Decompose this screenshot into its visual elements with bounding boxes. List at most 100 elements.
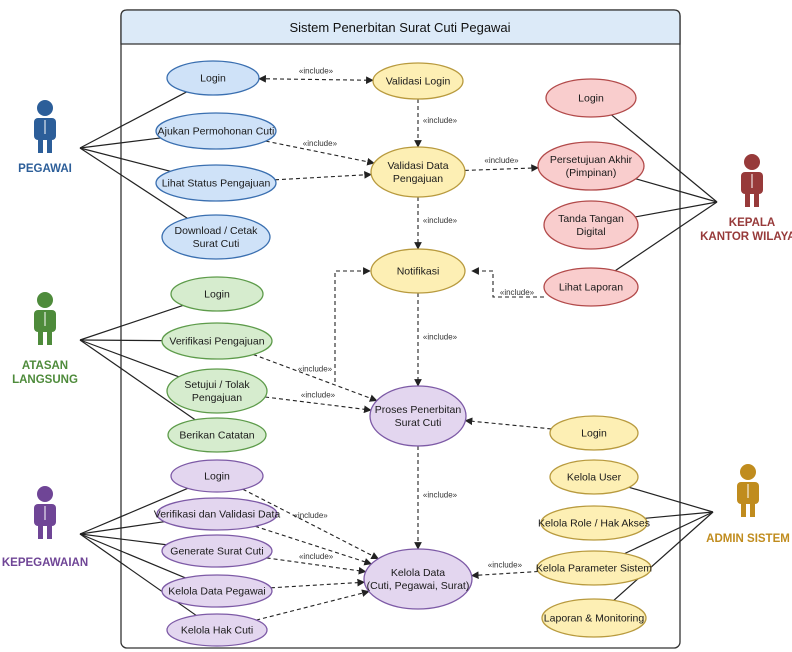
- use-case-ellipse: [155, 164, 277, 202]
- use-case-ellipse: [170, 276, 264, 312]
- use-case-ellipse: [166, 368, 268, 414]
- use-case-notifikasi[interactable]: Notifikasi: [370, 248, 466, 294]
- include-label: «include»: [301, 391, 336, 400]
- include-kg_pegawai-kelola_data: [270, 578, 366, 589]
- actor-divider: [44, 506, 46, 520]
- include-label: «include»: [299, 552, 334, 561]
- use-case-at-catatan[interactable]: Berikan Catatan: [167, 417, 267, 453]
- association-kepala-kp_ttd: [635, 201, 718, 218]
- use-case-label: Lihat Laporan: [559, 282, 623, 294]
- use-case-kg-generate[interactable]: Generate Surat Cuti: [161, 534, 273, 568]
- use-case-label: Proses Penerbitan: [375, 404, 462, 416]
- use-case-ad-param[interactable]: Kelola Parameter Sistem: [536, 550, 652, 586]
- use-case-ellipse: [369, 385, 467, 447]
- association-pegawai-pg_login: [79, 91, 187, 149]
- use-case-kg-verif[interactable]: Verifikasi dan Validasi Data: [154, 497, 281, 531]
- use-case-ad-user[interactable]: Kelola User: [549, 459, 639, 495]
- actor-leg: [47, 136, 52, 153]
- include-kg_generate-kelola_data: [266, 557, 367, 575]
- use-case-ellipse: [543, 267, 639, 307]
- association-admin-ad_role: [644, 511, 714, 519]
- use-case-ad-lapmon[interactable]: Laporan & Monitoring: [541, 598, 647, 638]
- include-label: «include»: [423, 491, 458, 500]
- use-case-ellipse: [549, 415, 639, 451]
- use-case-ellipse: [155, 112, 277, 150]
- actor-leg: [47, 328, 52, 345]
- use-case-ellipse: [167, 417, 267, 453]
- include-kg_login-kelola_data: [242, 488, 379, 560]
- include-at_setuju-proses: [265, 396, 372, 414]
- use-case-label: Persetujuan Akhir: [550, 154, 633, 166]
- use-case-label: Pengajuan: [393, 173, 443, 185]
- use-case-label: Tanda Tangan: [558, 213, 624, 225]
- actor-pegawai: PEGAWAI: [18, 100, 72, 175]
- use-case-pg-ajukan[interactable]: Ajukan Permohonan Cuti: [155, 112, 277, 150]
- use-case-label: Kelola User: [567, 472, 622, 484]
- use-case-label: Pengajuan: [192, 392, 242, 404]
- use-case-label: Berikan Catatan: [179, 430, 254, 442]
- actor-head: [37, 100, 53, 116]
- actor-label: KEPEGAWAIAN: [2, 557, 88, 569]
- include-label: «include»: [500, 288, 535, 297]
- include-label: «include»: [484, 156, 519, 165]
- use-case-ad-role[interactable]: Kelola Role / Hak Akses: [538, 505, 650, 541]
- include-label: «include»: [303, 139, 338, 148]
- use-case-kg-login[interactable]: Login: [170, 459, 264, 493]
- use-case-label: Verifikasi dan Validasi Data: [154, 509, 281, 521]
- actor-label: KANTOR WILAYAH: [700, 231, 792, 243]
- actor-admin: ADMIN SISTEM: [706, 464, 790, 545]
- use-case-label: Verifikasi Pengajuan: [169, 336, 264, 348]
- use-case-validasi-login[interactable]: Validasi Login: [372, 62, 464, 100]
- use-case-kelola-data[interactable]: Kelola Data(Cuti, Pegawai, Surat): [363, 548, 473, 610]
- use-case-ellipse: [161, 574, 273, 608]
- use-case-ad-login[interactable]: Login: [549, 415, 639, 451]
- actor-leg: [741, 500, 746, 517]
- use-case-label: Kelola Role / Hak Akses: [538, 518, 650, 530]
- use-case-at-verif[interactable]: Verifikasi Pengajuan: [161, 322, 273, 360]
- use-case-pg-login[interactable]: Login: [166, 60, 260, 96]
- include-label: «include»: [423, 216, 458, 225]
- use-case-label: Login: [204, 289, 230, 301]
- use-case-ellipse: [549, 459, 639, 495]
- use-case-kp-login[interactable]: Login: [545, 78, 637, 118]
- use-case-ellipse: [166, 60, 260, 96]
- association-atasan-at_catatan: [79, 339, 196, 421]
- use-case-ellipse: [545, 78, 637, 118]
- use-case-label: Validasi Data: [387, 160, 448, 172]
- use-case-ellipse: [161, 534, 273, 568]
- use-case-kg-hak[interactable]: Kelola Hak Cuti: [166, 613, 268, 647]
- use-case-label: Login: [204, 471, 230, 483]
- use-case-kp-laporan[interactable]: Lihat Laporan: [543, 267, 639, 307]
- use-case-label: Surat Cuti: [193, 238, 240, 250]
- use-case-label: Download / Cetak: [175, 225, 259, 237]
- use-case-ellipse: [170, 459, 264, 493]
- use-case-label: Generate Surat Cuti: [170, 546, 263, 558]
- use-case-kp-setuju[interactable]: Persetujuan Akhir(Pimpinan): [537, 141, 645, 191]
- use-case-label: Laporan & Monitoring: [544, 613, 645, 625]
- actor-label: ADMIN SISTEM: [706, 533, 790, 545]
- use-case-label: Setujui / Tolak: [184, 379, 250, 391]
- use-case-ellipse: [372, 62, 464, 100]
- use-case-pg-status[interactable]: Lihat Status Pengajuan: [155, 164, 277, 202]
- use-case-label: Validasi Login: [386, 76, 451, 88]
- use-case-label: Login: [581, 428, 607, 440]
- association-kepala-kp_laporan: [614, 201, 718, 272]
- include-laporan-to-notifikasi: [471, 267, 544, 298]
- actor-kepegawaian: KEPEGAWAIAN: [2, 486, 88, 569]
- association-kepegawaian-kg_pegawai: [79, 533, 186, 579]
- include-at_verif-proses: [253, 353, 378, 402]
- use-case-ellipse: [541, 598, 647, 638]
- association-kepegawaian-kg_verif: [79, 521, 165, 535]
- include-kg_verif-kelola_data: [255, 525, 373, 566]
- use-case-label: Kelola Data Pegawai: [168, 586, 265, 598]
- use-case-kg-pegawai[interactable]: Kelola Data Pegawai: [161, 574, 273, 608]
- use-case-label: (Pimpinan): [566, 167, 617, 179]
- use-case-at-login[interactable]: Login: [170, 276, 264, 312]
- use-case-label: Kelola Parameter Sistem: [536, 563, 652, 575]
- association-pegawai-pg_status: [79, 147, 171, 172]
